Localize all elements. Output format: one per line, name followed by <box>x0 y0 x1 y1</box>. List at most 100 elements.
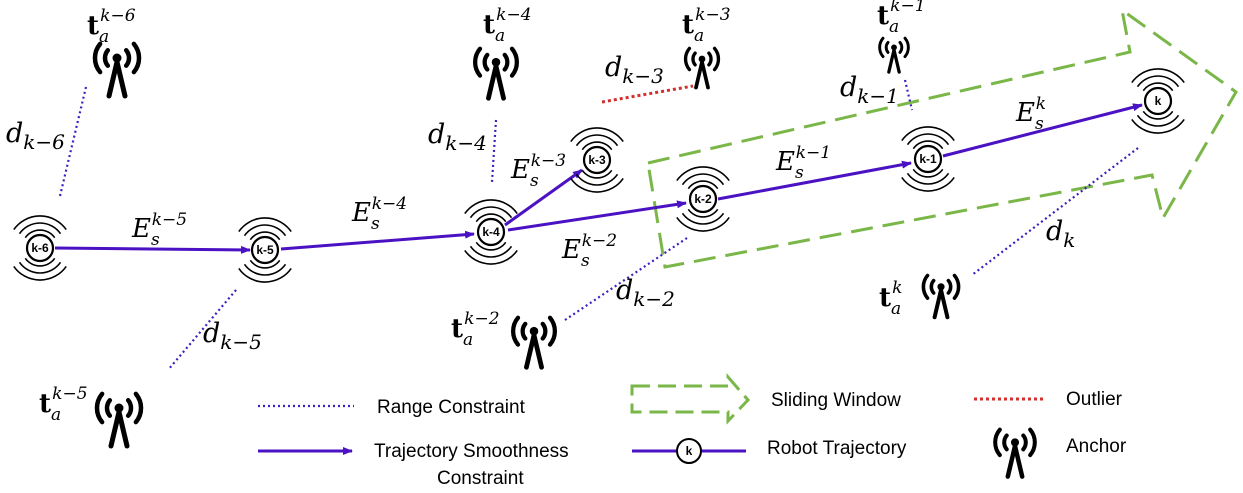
label-Es-k4: Esk−4 <box>351 194 407 234</box>
robot-node-circle <box>25 233 55 263</box>
label-d-k2: dk−2 <box>616 275 675 311</box>
label-ta-k6: tak−6 <box>87 6 136 47</box>
anchor-icon <box>878 36 910 74</box>
signal-arc <box>475 213 507 223</box>
legend-range-constraint: Range Constraint <box>377 397 526 418</box>
label-ta-k2: tak−2 <box>451 309 500 350</box>
legend-anchor: Anchor <box>1066 436 1127 457</box>
signal-arc <box>238 217 292 233</box>
signal-arc <box>912 140 944 150</box>
signal-arc <box>1131 118 1185 134</box>
label-d-k3: dk−3 <box>605 52 664 88</box>
robot-node-k: k <box>1131 68 1185 134</box>
range-constraints <box>58 79 1139 371</box>
label-ta-k1: tak−1 <box>877 0 926 37</box>
sliding-window-arrow <box>646 6 1238 269</box>
signal-arc <box>581 169 613 179</box>
label-Es-k3: Esk−3 <box>510 151 566 191</box>
label-Es-k: Esk <box>1015 94 1046 134</box>
signal-arc <box>1142 82 1174 92</box>
signal-arc <box>1136 75 1180 88</box>
label-ta-k4: tak−4 <box>483 5 532 46</box>
legend-outlier: Outlier <box>1066 389 1123 410</box>
traj-arrow-k2-k1 <box>717 160 912 201</box>
traj-arrow-k1-k <box>942 103 1143 158</box>
anchor-icon <box>683 46 721 90</box>
signal-arc <box>475 241 507 251</box>
anchor-icon <box>921 273 961 320</box>
legend-sliding-window: Sliding Window <box>771 390 901 411</box>
signal-arc <box>906 133 950 146</box>
signal-arc <box>24 257 56 267</box>
anchors <box>92 36 1037 479</box>
robot-node-k-1: k-1 <box>901 126 955 192</box>
signal-arc <box>13 265 67 281</box>
robot-node-label: k-6 <box>31 241 49 255</box>
robot-node-label: k-3 <box>588 153 606 167</box>
label-Es-k1: Esk−1 <box>775 143 831 183</box>
robot-node-circle <box>250 235 280 265</box>
legend-robot-node <box>676 438 702 464</box>
robot-node-circle <box>476 217 506 247</box>
signal-arc <box>676 166 730 182</box>
label-Es-k5: Esk−5 <box>131 210 187 250</box>
signal-arc <box>681 173 725 186</box>
signal-arc <box>1142 110 1174 120</box>
robot-node-circle <box>688 184 718 214</box>
label-ta-k: tak <box>879 278 902 319</box>
range-line-k-4 <box>490 119 498 183</box>
robot-node-circle <box>582 145 612 175</box>
signal-arc <box>906 172 950 185</box>
signal-arc <box>676 216 730 232</box>
robot-node-circle <box>1143 86 1173 116</box>
robot-node-label: k-5 <box>256 243 274 257</box>
robot-node-k-2: k-2 <box>676 166 730 232</box>
signal-arc <box>901 176 955 192</box>
signal-arc <box>581 141 613 151</box>
signal-arc <box>249 259 281 269</box>
legend-smoothness-line1: Trajectory Smoothness <box>374 441 569 462</box>
signal-arc <box>18 222 62 235</box>
traj-arrow-k5-k4 <box>280 230 475 251</box>
signal-arc <box>681 212 725 225</box>
anchor-icon <box>94 391 144 449</box>
signal-arc <box>243 224 287 237</box>
robot-node-label: k-2 <box>694 192 712 206</box>
signal-arc <box>575 173 619 186</box>
signal-arc <box>464 249 518 265</box>
smoothness-arrows <box>54 103 1143 254</box>
signal-arc <box>912 168 944 178</box>
legend-smoothness-line2: Constraint <box>437 468 524 489</box>
signal-arc <box>469 206 513 219</box>
signal-arc <box>1131 68 1185 84</box>
signal-arc <box>249 231 281 241</box>
label-d-k: dk <box>1046 216 1075 252</box>
signal-arc <box>469 245 513 258</box>
robot-node-label: k-4 <box>482 225 500 239</box>
signal-arc <box>901 126 955 142</box>
label-d-k1: dk−1 <box>840 72 899 108</box>
range-line-k <box>971 147 1139 276</box>
signal-arc <box>464 199 518 215</box>
label-ta-k3: tak−3 <box>682 5 731 46</box>
signal-arc <box>13 215 67 231</box>
robot-node-k-3: k-3 <box>570 127 624 193</box>
legend-robot-node-label: k <box>686 444 693 458</box>
range-line-k-1 <box>903 79 914 111</box>
robot-nodes: k-6 k-5 k-4 k-3 k-2 k-1 k <box>13 68 1185 283</box>
label-d-k6: dk−6 <box>6 118 65 154</box>
anchor-icon <box>473 46 519 101</box>
signal-arc <box>570 127 624 143</box>
anchor-icon <box>92 41 142 99</box>
traj-arrow-k6-k5 <box>54 245 251 254</box>
robot-node-k-4: k-4 <box>464 199 518 265</box>
robot-node-label: k <box>1155 94 1162 108</box>
signal-arc <box>687 208 719 218</box>
signal-arc <box>238 267 292 283</box>
legend-robot-trajectory: Robot Trajectory <box>767 438 907 459</box>
robot-node-k-5: k-5 <box>238 217 292 283</box>
outlier-line <box>601 84 694 104</box>
robot-node-k-6: k-6 <box>13 215 67 281</box>
range-line-k-6 <box>58 86 88 197</box>
